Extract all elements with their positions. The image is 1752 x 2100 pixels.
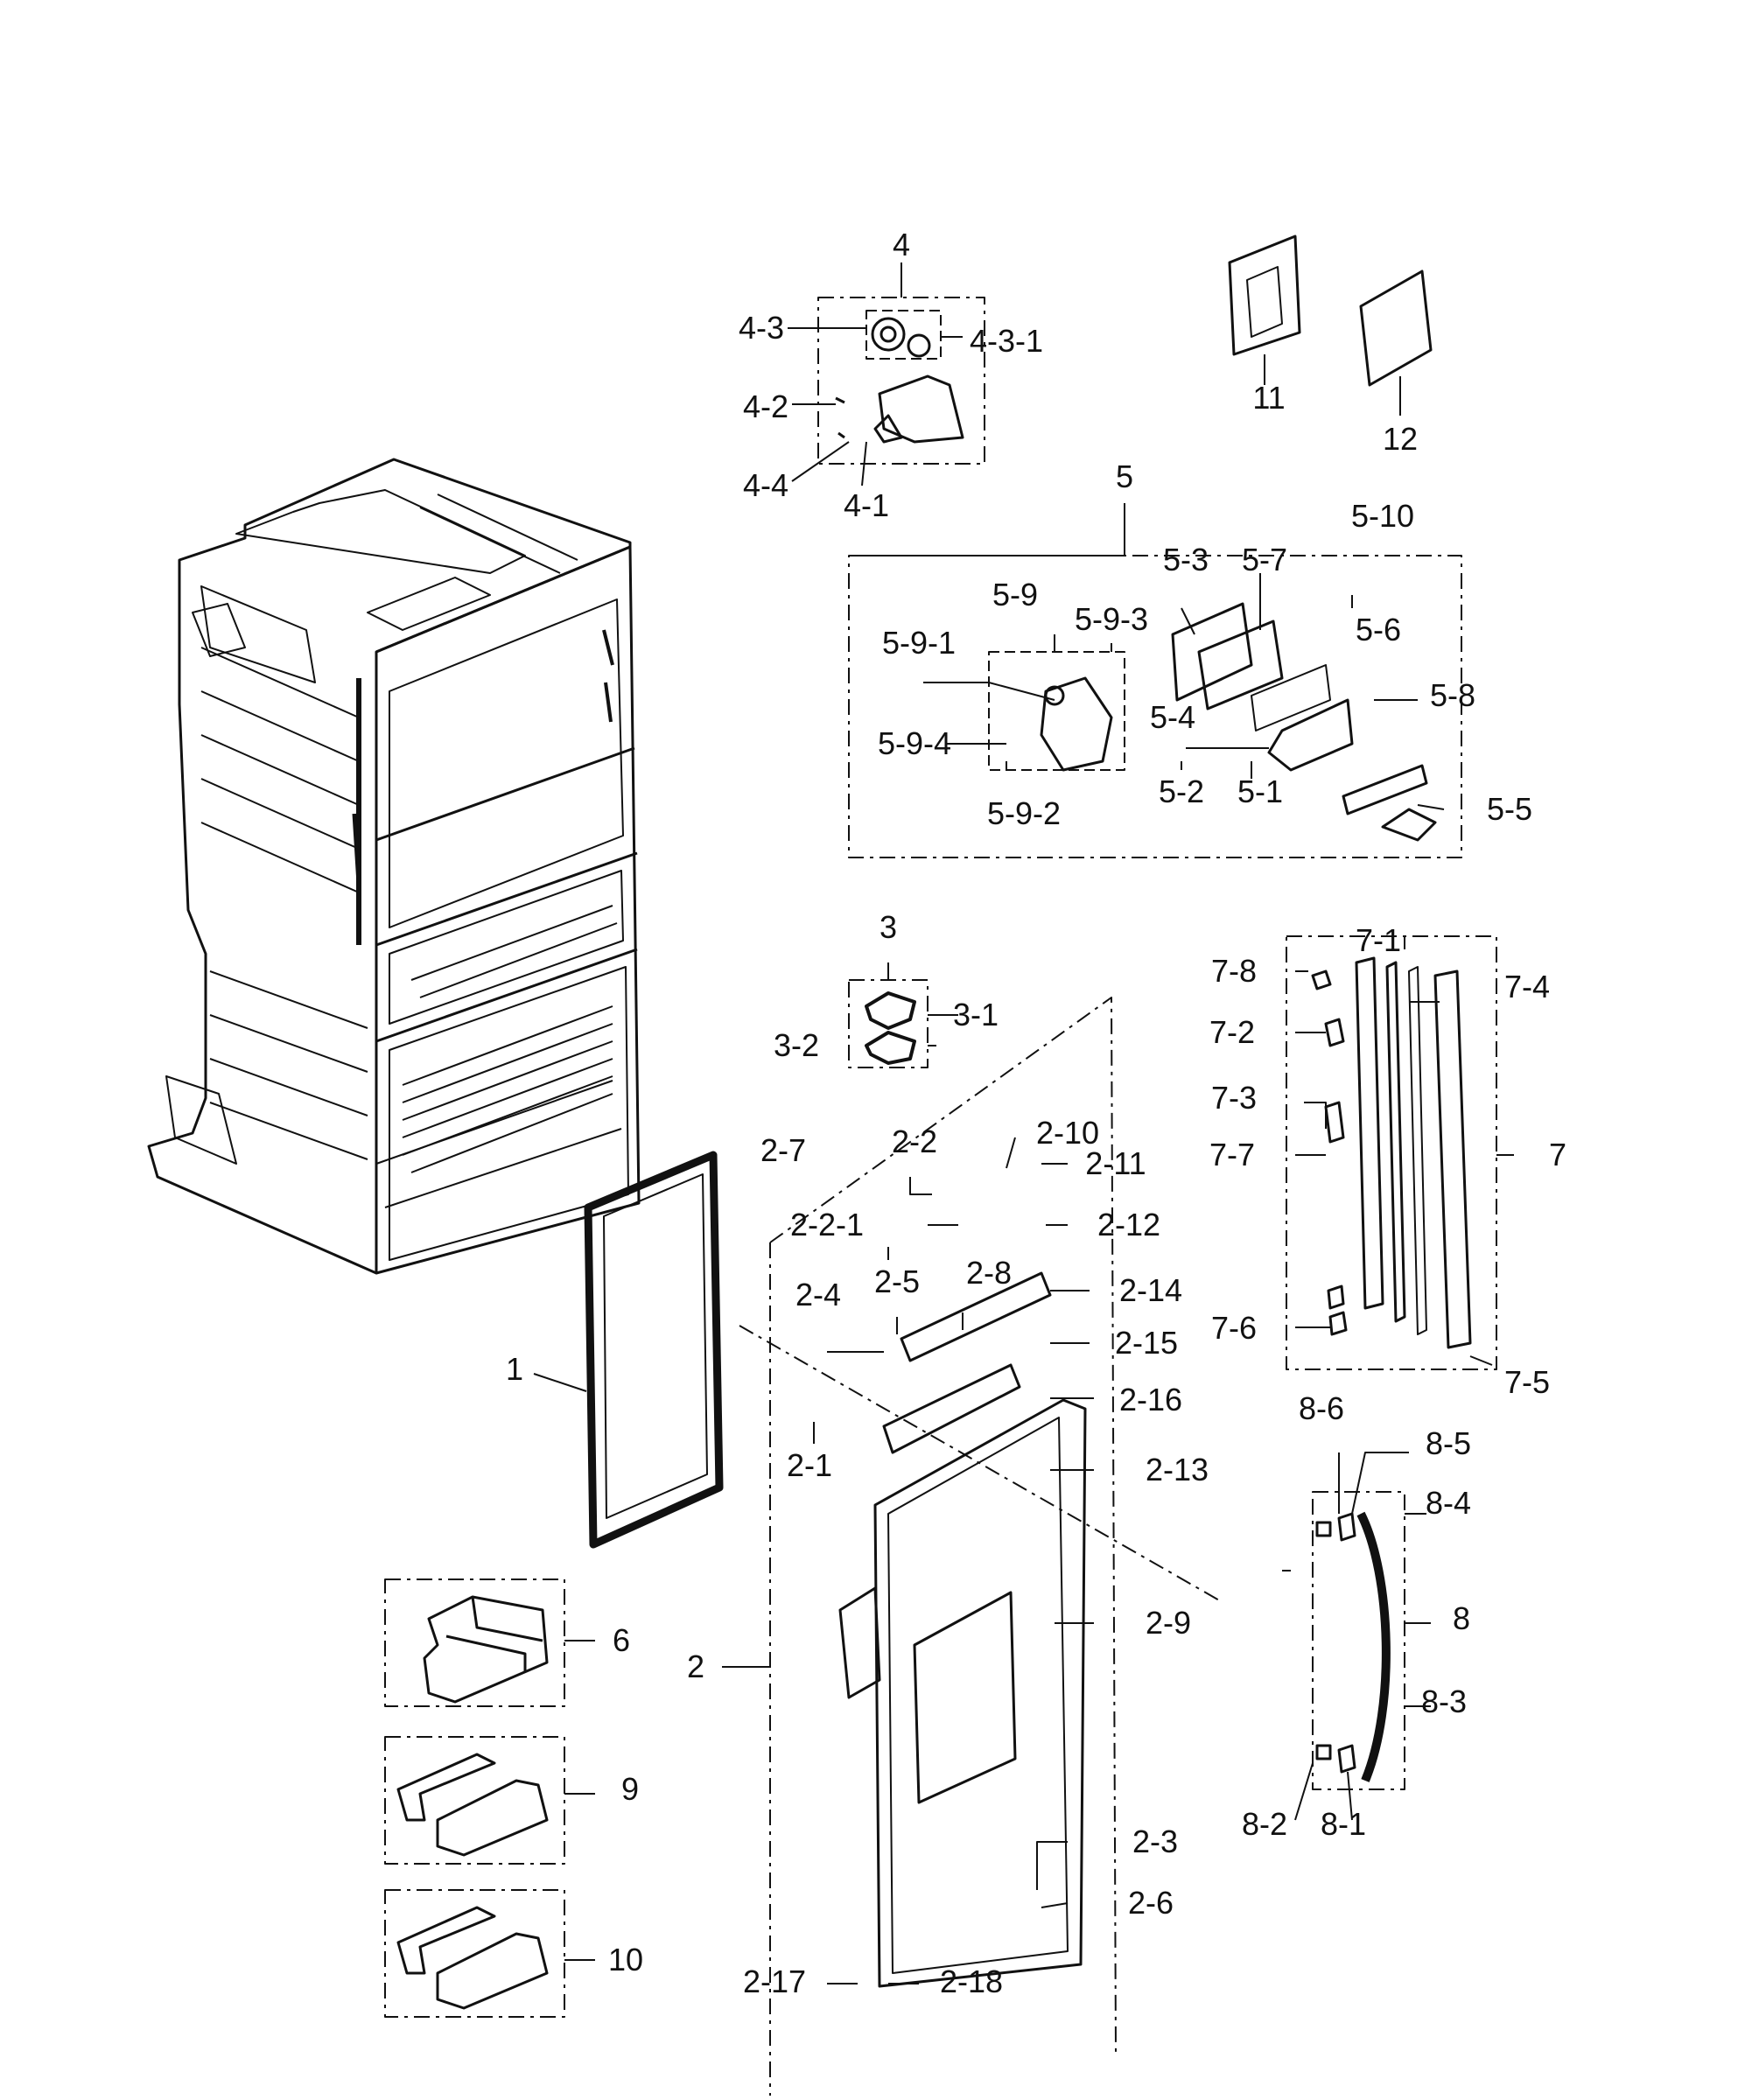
callout-7-7: 7-7 xyxy=(1209,1137,1256,1172)
bin-9 xyxy=(384,1736,565,1865)
callout-8-1: 8-1 xyxy=(1320,1806,1367,1842)
callout-5-9-3: 5-9-3 xyxy=(1074,601,1149,637)
callout-2-12: 2-12 xyxy=(1097,1207,1161,1242)
bin-6 xyxy=(384,1578,565,1707)
callout-9: 9 xyxy=(620,1771,640,1807)
callout-5-1: 5-1 xyxy=(1237,774,1284,809)
callout-5-8: 5-8 xyxy=(1429,677,1476,713)
callout-7: 7 xyxy=(1548,1137,1567,1172)
callout-4-4: 4-4 xyxy=(742,467,789,503)
callout-2-15: 2-15 xyxy=(1114,1325,1179,1361)
callout-2-17: 2-17 xyxy=(742,1964,807,1999)
callout-2-8: 2-8 xyxy=(965,1255,1013,1291)
callout-3-2: 3-2 xyxy=(773,1027,820,1063)
callout-8-2: 8-2 xyxy=(1241,1806,1288,1842)
callout-7-5: 7-5 xyxy=(1503,1364,1551,1400)
callout-5-9-1: 5-9-1 xyxy=(881,625,957,661)
callout-8-4: 8-4 xyxy=(1425,1485,1472,1521)
callout-5: 5 xyxy=(1115,458,1134,494)
leader-lines xyxy=(533,262,1514,1984)
callout-2-14: 2-14 xyxy=(1118,1272,1183,1308)
callout-5-5: 5-5 xyxy=(1486,791,1533,827)
callout-5-4: 5-4 xyxy=(1149,699,1196,735)
callout-11: 11 xyxy=(1252,380,1286,416)
refrigerator-cabinet xyxy=(147,458,641,1275)
callout-5-10: 5-10 xyxy=(1350,498,1415,534)
callout-2-18: 2-18 xyxy=(939,1964,1004,1999)
callout-5-7: 5-7 xyxy=(1241,542,1288,578)
callout-12: 12 xyxy=(1382,421,1419,457)
callout-7-6: 7-6 xyxy=(1210,1310,1258,1346)
callout-2-6: 2-6 xyxy=(1127,1885,1174,1921)
callout-4-2: 4-2 xyxy=(742,388,789,424)
callout-7-8: 7-8 xyxy=(1210,953,1258,989)
door-hinge-assembly-7 xyxy=(1286,935,1497,1370)
callout-3-1: 3-1 xyxy=(952,997,999,1032)
callout-8-6: 8-6 xyxy=(1298,1390,1345,1426)
callout-8: 8 xyxy=(1452,1600,1471,1636)
cover-12 xyxy=(1359,270,1433,387)
callout-4-3-1: 4-3-1 xyxy=(969,323,1044,359)
callout-2-1: 2-1 xyxy=(786,1447,833,1483)
door-gasket xyxy=(584,1151,724,1549)
callout-2-7: 2-7 xyxy=(760,1132,807,1168)
callout-5-9: 5-9 xyxy=(992,577,1039,612)
fresh-food-door-2 xyxy=(739,997,1222,2096)
callout-1: 1 xyxy=(505,1351,524,1387)
callout-4-3: 4-3 xyxy=(738,310,785,346)
callout-2-3: 2-3 xyxy=(1132,1824,1179,1859)
callout-2-4: 2-4 xyxy=(795,1277,842,1312)
callout-7-2: 7-2 xyxy=(1209,1014,1256,1050)
callout-5-9-4: 5-9-4 xyxy=(877,725,952,761)
callout-2-2: 2-2 xyxy=(891,1124,938,1159)
callout-5-6: 5-6 xyxy=(1355,612,1402,648)
callout-7-1: 7-1 xyxy=(1355,922,1402,958)
callout-2-11: 2-11 xyxy=(1085,1145,1146,1181)
ice-bucket-parts-3 xyxy=(848,979,929,1068)
callout-7-3: 7-3 xyxy=(1210,1080,1258,1116)
callout-2-5: 2-5 xyxy=(873,1264,921,1299)
callout-6: 6 xyxy=(612,1622,631,1658)
callout-5-3: 5-3 xyxy=(1162,542,1209,578)
ice-maker-assembly-4 xyxy=(817,297,985,465)
callout-8-3: 8-3 xyxy=(1420,1684,1468,1719)
callout-10: 10 xyxy=(607,1942,644,1978)
callout-2-13: 2-13 xyxy=(1145,1452,1209,1488)
callout-3: 3 xyxy=(879,909,898,945)
bin-10 xyxy=(384,1889,565,2018)
callout-2-16: 2-16 xyxy=(1118,1382,1183,1418)
callout-5-9-2: 5-9-2 xyxy=(986,795,1062,831)
callout-4-1: 4-1 xyxy=(843,487,890,523)
callout-2: 2 xyxy=(686,1648,705,1684)
cover-11 xyxy=(1228,234,1301,356)
callout-8-5: 8-5 xyxy=(1425,1425,1472,1461)
door-handle-assembly-8 xyxy=(1312,1491,1405,1790)
dispenser-assembly-5 xyxy=(848,555,1462,858)
callout-2-10: 2-10 xyxy=(1035,1115,1100,1151)
callout-5-2: 5-2 xyxy=(1158,774,1205,809)
callout-2-9: 2-9 xyxy=(1145,1605,1192,1641)
callout-2-2-1: 2-2-1 xyxy=(789,1207,865,1242)
callout-7-4: 7-4 xyxy=(1503,969,1551,1004)
callout-4: 4 xyxy=(892,227,911,262)
